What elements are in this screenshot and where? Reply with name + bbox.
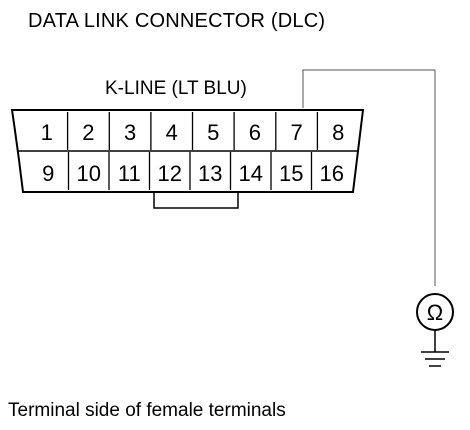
ohm-symbol: Ω bbox=[427, 300, 443, 325]
terminal-11: 11 bbox=[118, 161, 141, 186]
terminal-3: 3 bbox=[124, 120, 136, 145]
terminal-15: 15 bbox=[279, 161, 303, 186]
terminal-4: 4 bbox=[166, 120, 178, 145]
terminal-16: 16 bbox=[320, 161, 344, 186]
wire-label: K-LINE (LT BLU) bbox=[105, 78, 247, 99]
terminal-10: 10 bbox=[77, 161, 101, 186]
terminal-14: 14 bbox=[239, 161, 263, 186]
terminal-6: 6 bbox=[249, 120, 261, 145]
terminal-9: 9 bbox=[42, 161, 54, 186]
ohmmeter-icon: Ω bbox=[416, 293, 454, 331]
terminal-12: 12 bbox=[158, 161, 182, 186]
jumper-bracket bbox=[153, 192, 239, 209]
caption: Terminal side of female terminals bbox=[8, 400, 286, 421]
terminal-7: 7 bbox=[290, 120, 302, 145]
terminal-1: 1 bbox=[41, 120, 53, 145]
ground-icon bbox=[421, 330, 449, 367]
k-line-wire bbox=[302, 69, 436, 286]
terminal-5: 5 bbox=[207, 120, 219, 145]
terminal-8: 8 bbox=[332, 120, 344, 145]
terminal-13: 13 bbox=[198, 161, 222, 186]
terminal-dividers bbox=[66, 112, 319, 190]
terminal-2: 2 bbox=[82, 120, 94, 145]
diagram-title: DATA LINK CONNECTOR (DLC) bbox=[28, 10, 326, 32]
